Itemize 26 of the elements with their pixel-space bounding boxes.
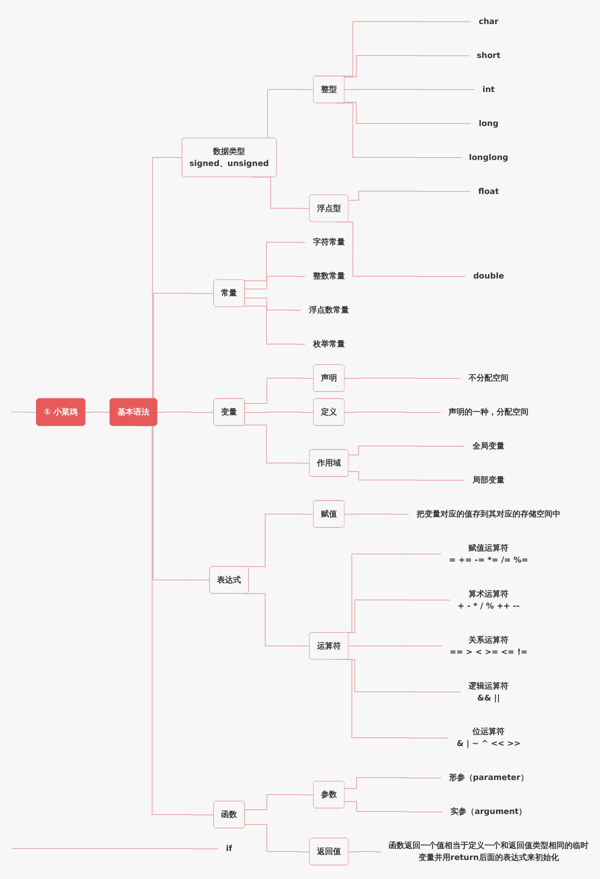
connector: [348, 645, 443, 646]
connector: [344, 378, 462, 379]
connector: [348, 446, 466, 456]
connector: [344, 89, 476, 90]
connector: [344, 102, 472, 124]
connector: [244, 306, 306, 345]
connector: [344, 777, 442, 789]
connector: [244, 297, 302, 311]
connector: [244, 378, 314, 404]
connector: [11, 412, 38, 413]
connector: [244, 424, 310, 464]
connector: [348, 471, 466, 481]
connector: [348, 851, 382, 852]
connector: [244, 412, 314, 413]
connector: [244, 794, 314, 810]
connector: [344, 514, 410, 515]
connector: [344, 55, 470, 78]
connector: [84, 412, 111, 413]
connector: [244, 824, 310, 852]
connector: [156, 412, 214, 413]
connector: [344, 412, 442, 413]
connector: [344, 801, 444, 812]
connector: [244, 276, 306, 290]
connector: [244, 242, 306, 282]
connector: [11, 848, 220, 850]
connector: [348, 190, 472, 201]
